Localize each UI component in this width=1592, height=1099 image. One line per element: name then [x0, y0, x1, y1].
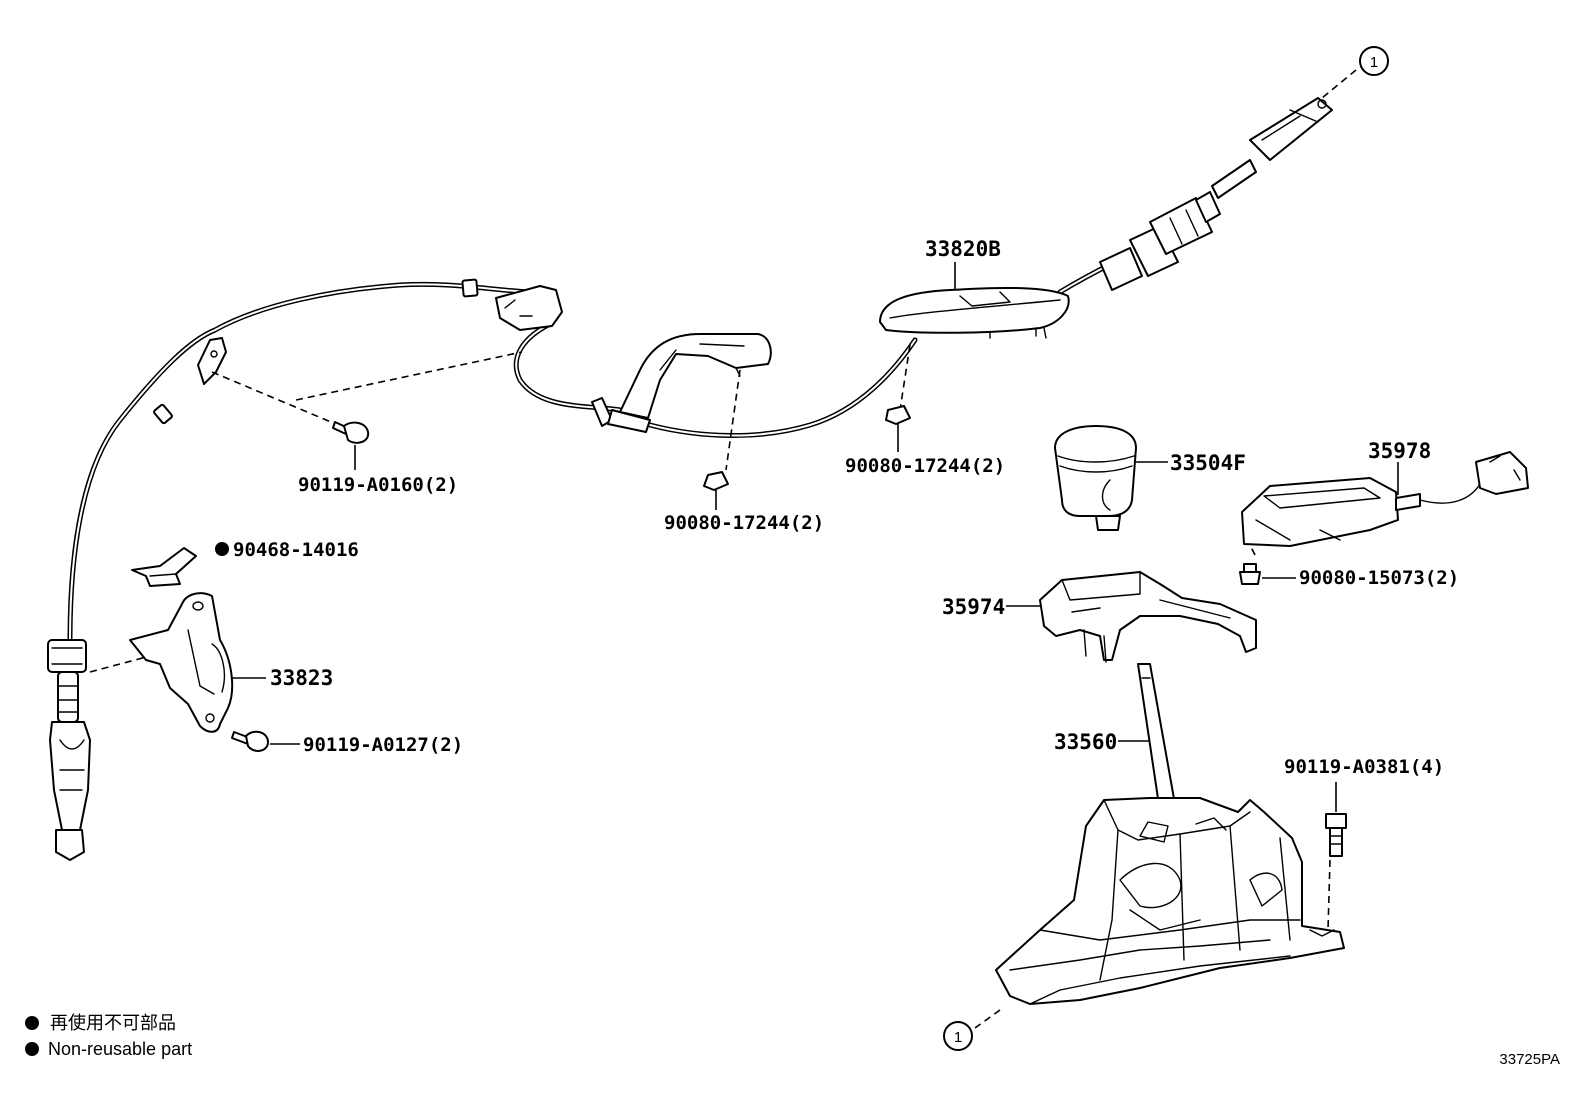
bolt-90119-a0381 [1325, 782, 1347, 857]
bracket-33823 [129, 592, 266, 733]
shift-lever-33560 [995, 663, 1345, 1005]
clip-90468-14016 [131, 547, 197, 587]
nut-90080-17244-a [703, 471, 729, 510]
svg-text:1: 1 [1370, 54, 1378, 71]
bolt-90119-a0160 [332, 421, 370, 470]
callout-90468-14016: 90468-14016 [233, 539, 359, 561]
callout-35974: 35974 [942, 595, 1005, 619]
callout-90080-17244-b: 90080-17244(2) [845, 455, 1005, 477]
nut-90080-17244-b [885, 405, 911, 452]
callout-33504f: 33504F [1170, 451, 1246, 475]
callout-35978: 35978 [1368, 439, 1431, 463]
non-reusable-dot-icon [215, 542, 229, 556]
callout-33560: 33560 [1054, 730, 1117, 754]
callout-33820b: 33820B [925, 237, 1001, 261]
screw-90080-15073 [1239, 563, 1296, 585]
reference-marker-top: 1 [1359, 46, 1389, 76]
callout-33823: 33823 [270, 666, 333, 690]
dashed-leader-lines [89, 69, 1357, 1029]
indicator-housing-35974 [1006, 571, 1257, 663]
callout-90080-15073: 90080-15073(2) [1299, 567, 1459, 589]
callout-90119-a0127: 90119-A0127(2) [303, 734, 463, 756]
callout-90119-a0160: 90119-A0160(2) [298, 474, 458, 496]
switch-35978 [1241, 451, 1529, 547]
bolt-90119-a0127 [231, 730, 300, 752]
shift-knob-33504f [1054, 425, 1168, 531]
callout-90080-17244-a: 90080-17244(2) [664, 512, 824, 534]
legend-line-english: Non-reusable part [48, 1039, 192, 1059]
non-reusable-dot-icon [25, 1042, 39, 1056]
shift-cable-assembly [47, 97, 1333, 861]
non-reusable-dot-icon [25, 1016, 39, 1030]
legend-line-japanese: 再使用不可部品 [50, 1013, 176, 1033]
svg-text:1: 1 [954, 1029, 962, 1046]
callout-90119-a0381: 90119-A0381(4) [1284, 756, 1444, 778]
reference-marker-bottom: 1 [943, 1021, 973, 1051]
diagram-code: 33725PA [1499, 1051, 1560, 1068]
legend: 再使用不可部品 Non-reusable part [25, 1013, 192, 1059]
